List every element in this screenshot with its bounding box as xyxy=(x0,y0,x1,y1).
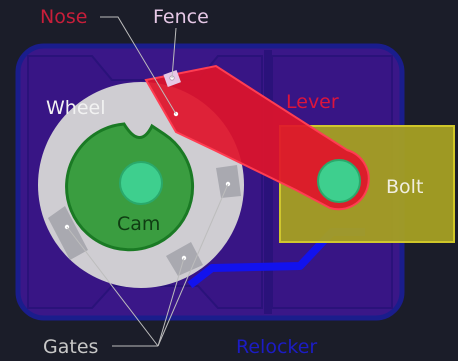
nose-label: Nose xyxy=(40,6,87,28)
cam-label: Cam xyxy=(117,213,160,235)
nose-callout-line xyxy=(100,16,177,115)
lever-label: Lever xyxy=(286,91,339,113)
lever-pivot xyxy=(317,159,361,203)
gates-label: Gates xyxy=(43,336,98,356)
lock-divider xyxy=(264,50,272,314)
spindle xyxy=(119,161,163,205)
lever xyxy=(144,64,370,211)
gates-callout-bottom xyxy=(157,257,185,347)
bolt-label: Bolt xyxy=(386,176,423,198)
fence-callout-line xyxy=(171,27,177,79)
gates-callout-right xyxy=(157,183,229,347)
gates-callout-left xyxy=(66,226,159,347)
fence-label: Fence xyxy=(153,6,209,28)
relocker-label: Relocker xyxy=(236,336,317,356)
gate-plate-right xyxy=(216,165,241,198)
wheel-label: Wheel xyxy=(46,97,106,119)
gate-plate-left xyxy=(48,206,88,260)
